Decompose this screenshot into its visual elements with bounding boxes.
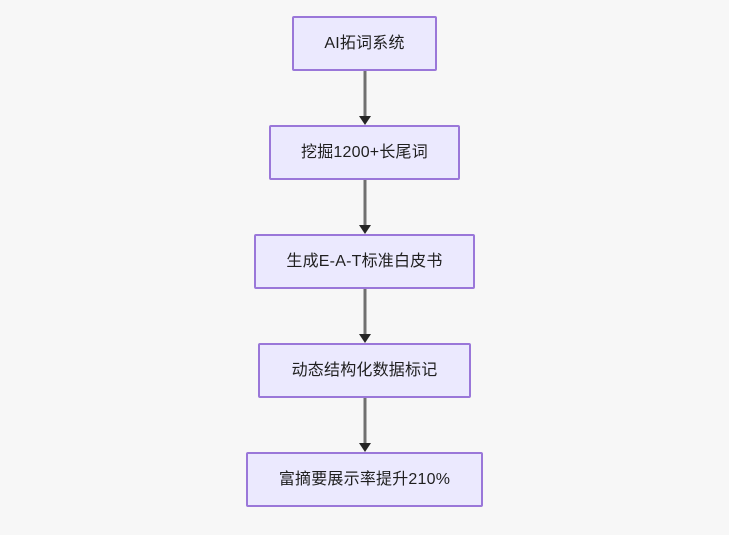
connector-line (363, 289, 366, 335)
down-arrow-icon (358, 443, 371, 452)
flow-connector-2-to-3 (357, 180, 373, 234)
flow-node-5-label: 富摘要展示率提升210% (278, 470, 451, 488)
connector-line (363, 398, 366, 444)
connector-line (363, 180, 366, 226)
flow-connector-3-to-4 (357, 289, 373, 343)
flow-node-3[interactable]: 生成E-A-T标准白皮书 (254, 234, 475, 289)
flow-node-5[interactable]: 富摘要展示率提升210% (246, 452, 483, 507)
down-arrow-icon (358, 334, 371, 343)
flow-node-1-label: AI拓词系统 (324, 34, 405, 52)
flow-node-3-label: 生成E-A-T标准白皮书 (286, 252, 443, 270)
flow-node-2-label: 挖掘1200+长尾词 (301, 143, 428, 161)
flow-node-1[interactable]: AI拓词系统 (292, 16, 437, 71)
connector-line (363, 71, 366, 117)
flow-connector-1-to-2 (357, 71, 373, 125)
down-arrow-icon (358, 116, 371, 125)
flow-node-4[interactable]: 动态结构化数据标记 (258, 343, 471, 398)
flow-node-2[interactable]: 挖掘1200+长尾词 (269, 125, 460, 180)
flow-connector-4-to-5 (357, 398, 373, 452)
flow-node-4-label: 动态结构化数据标记 (291, 361, 438, 379)
down-arrow-icon (358, 225, 371, 234)
